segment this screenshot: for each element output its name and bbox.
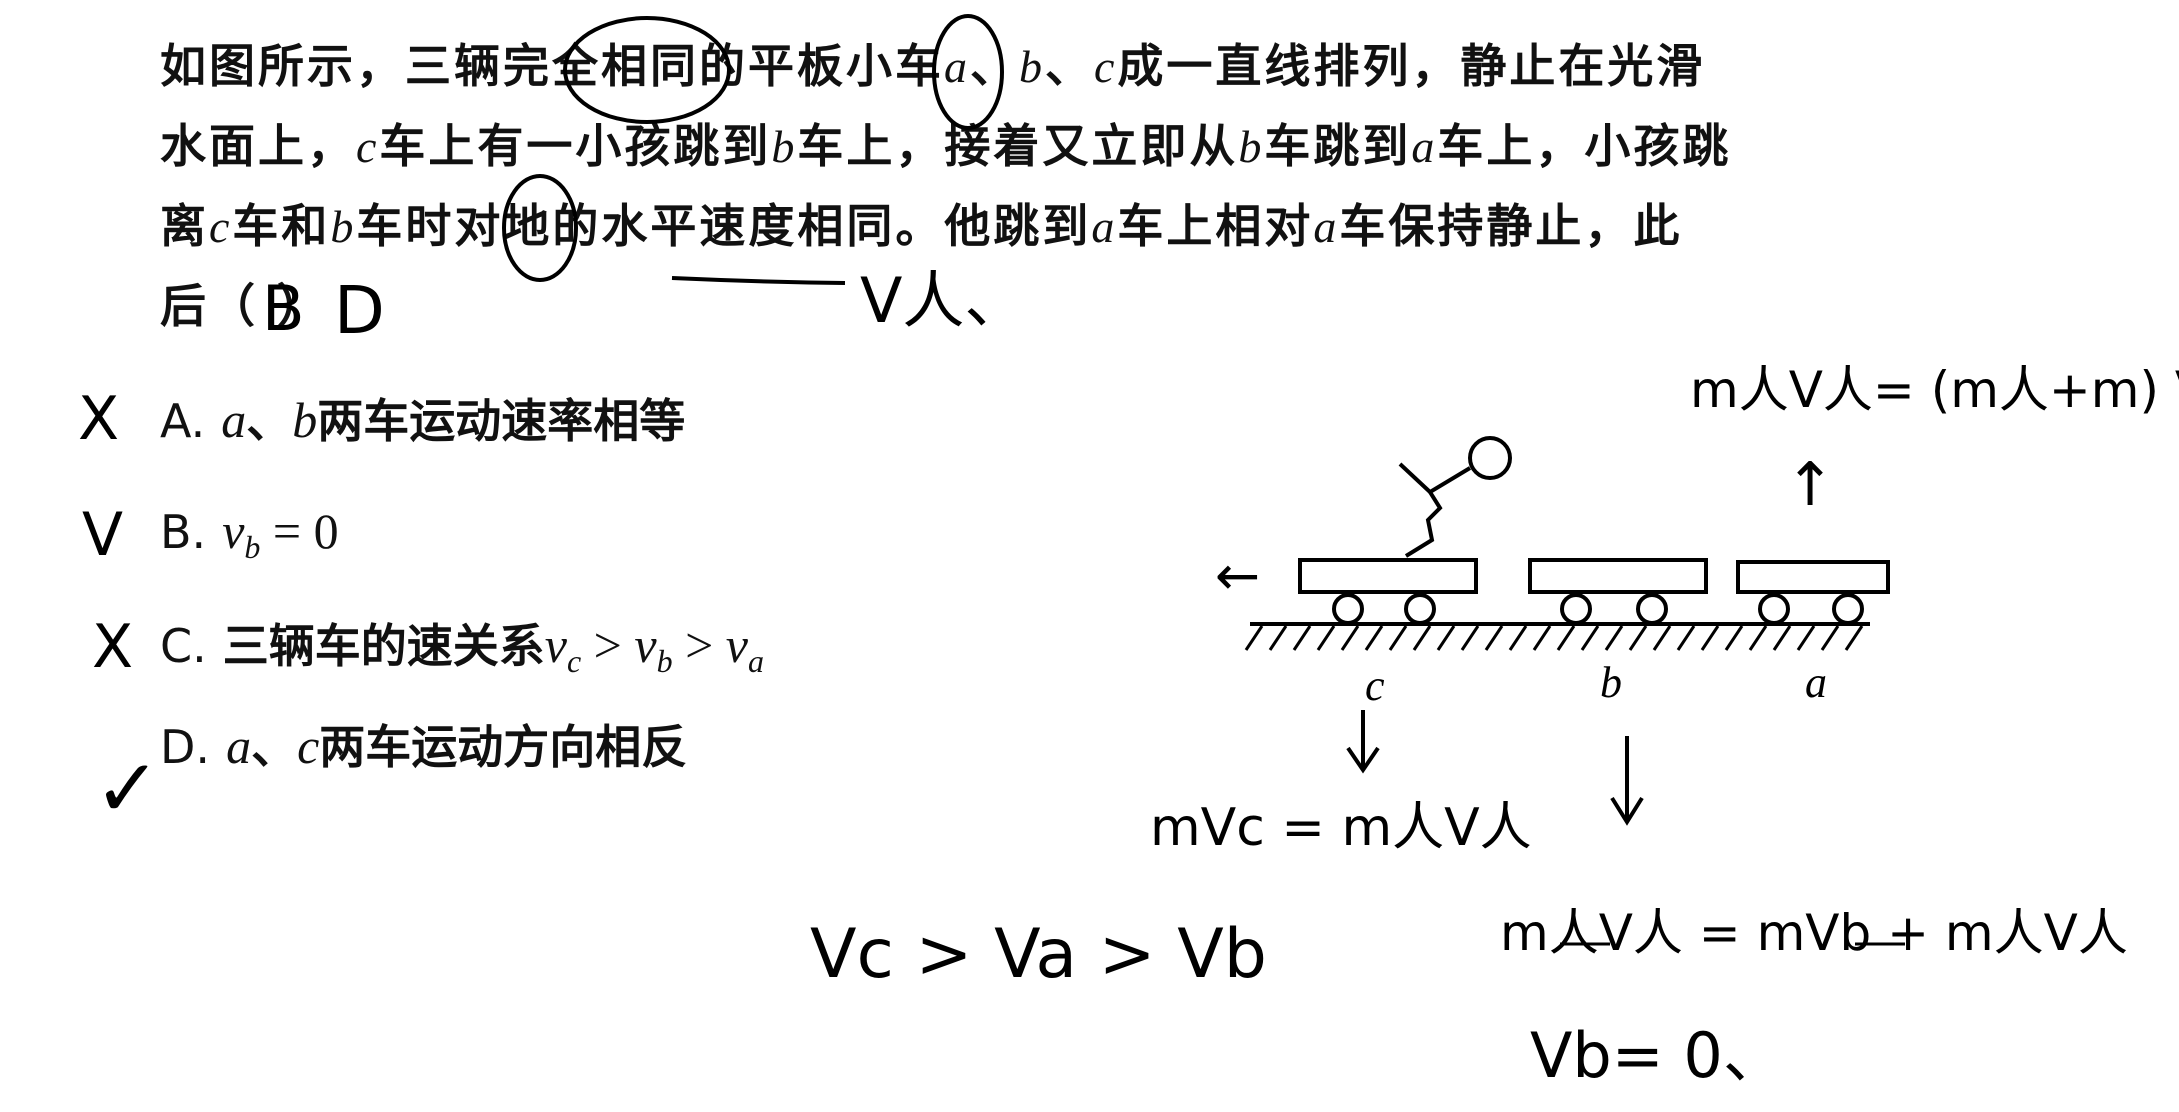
arrow-down [1610,736,1644,826]
option-text: 三辆车的速关系 [222,619,545,673]
cart-b [1528,558,1708,625]
answer-d: D [334,272,385,349]
question-text: 水面上， [160,119,356,173]
var-a: a [1091,201,1118,252]
formula-sub: a [747,643,764,680]
var-a: a [221,392,247,448]
option-b[interactable]: B. vb = 0 [160,503,339,575]
cart-c [1298,558,1478,625]
formula-sub: b [244,529,261,566]
question-line-2: 水面上，c车上有一小孩跳到b车上，接着又立即从b车跳到a车上，小孩跳 [160,118,1731,175]
question-text: 车时对地的水平速度相同。他跳到 [356,199,1092,253]
answer-b: B [262,272,305,345]
question-text: 车保持静止，此 [1339,199,1683,253]
var-a: a [1313,201,1340,252]
separator: 、 [970,39,1019,93]
question-text: 离 [160,199,209,253]
velocity-person-note: V人、 [860,264,1027,337]
arrow-left: ← [1215,544,1261,607]
var-b: b [1019,41,1045,92]
var-b: b [330,201,357,252]
question-text: 车上有一小孩跳到 [379,119,772,173]
var-c: c [356,121,380,172]
ground-hatching [1244,625,1864,651]
question-text: 车上，小孩跳 [1437,119,1732,173]
option-text: 两车运动方向相反 [319,720,688,774]
var-b: b [1238,121,1265,172]
var-c: c [1094,41,1118,92]
option-label: C. [160,619,207,673]
question-line-1: 如图所示，三辆完全相同的平板小车a、b、c成一直线排列，静止在光滑 [160,38,1705,95]
option-label: D. [160,720,211,774]
var-c: c [297,718,320,774]
check-mark-d: ✓ [94,742,162,835]
separator: 、 [246,394,293,448]
formula-v: v [544,617,567,673]
separator: 、 [251,720,298,774]
child-figure [1398,436,1512,558]
var-a: a [226,718,252,774]
formula-v: v [634,617,657,673]
option-label: A. [160,394,206,448]
var-c: c [209,201,233,252]
formula-v: v [725,617,748,673]
cart-label-b: b [1600,658,1622,707]
question-text: 成一直线排列，静止在光滑 [1117,39,1706,93]
formula-op: > [672,617,726,673]
separator: 、 [1045,39,1094,93]
circle-annotation [563,16,731,124]
right-mark-b: V [82,500,124,570]
question-text: 车跳到 [1264,119,1412,173]
question-line-3: 离c车和b车时对地的水平速度相同。他跳到a车上相对a车保持静止，此 [160,198,1682,255]
equation-b: m人V人 = mVb + m人V人 [1500,904,2128,962]
var-b: b [771,121,798,172]
question-text: 后（ ） [160,279,327,333]
option-c[interactable]: C. 三辆车的速关系vc > vb > va [160,617,764,689]
formula-sub: c [566,643,582,680]
underline [671,276,846,285]
option-a[interactable]: A. a、b两车运动速率相等 [160,392,685,449]
question-text: 车上相对 [1117,199,1314,253]
option-d[interactable]: D. a、c两车运动方向相反 [160,718,687,775]
cart-label-a: a [1805,658,1827,707]
wrong-mark-c: X [92,612,134,682]
circle-annotation [932,14,1004,130]
formula-v: v [222,503,245,559]
equation-c: mVc = m人V人 [1150,798,1532,858]
question-text: 车上，接着又立即从 [797,119,1239,173]
arrow-down [1346,710,1380,774]
option-label: B. [160,505,207,559]
question-text: 如图所示，三辆完全相同的平板小车 [160,39,944,93]
velocity-order: Vc > Va > Vb [810,915,1267,994]
var-a: a [944,41,970,92]
equation-a: m人V人= (m人+m) Va、 [1690,361,2179,419]
question-text: 车和 [232,199,331,253]
formula-rest: = 0 [260,503,339,559]
circle-annotation [502,174,578,282]
question-line-4: 后（ ） [160,278,326,334]
var-b: b [292,392,318,448]
cart-a [1736,560,1890,625]
arrow-up: ↑ [1785,450,1836,520]
cart-label-c: c [1365,661,1385,710]
option-text: 两车运动速率相等 [317,394,686,448]
wrong-mark-a: X [78,384,120,454]
vb-zero: Vb= 0、 [1530,1019,1785,1092]
formula-op: > [581,617,635,673]
formula-sub: b [656,643,673,680]
var-a: a [1411,121,1438,172]
